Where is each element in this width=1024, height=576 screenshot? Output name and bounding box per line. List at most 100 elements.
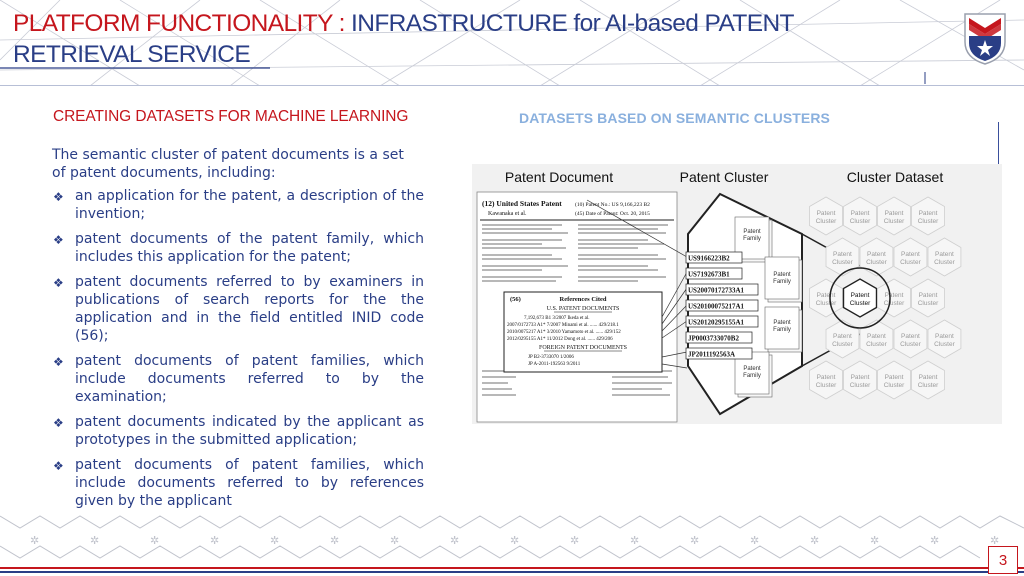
cluster-cell — [825, 319, 860, 359]
ornament-star-icon: ✲ — [510, 534, 519, 547]
cluster-cell-label: Cluster — [850, 300, 871, 307]
us-ref-row: 2010/0075217 A1* 3/2010 Yamamoto et al. … — [507, 330, 621, 335]
list-item: ❖patent documents of the patent family, … — [53, 231, 424, 265]
header-network-pattern — [0, 0, 1024, 86]
semantic-cluster-diagram: Patent Document Patent Cluster Cluster D… — [472, 164, 1002, 424]
ornament-star-icon: ✲ — [810, 534, 819, 547]
cluster-cell-label: Patent — [919, 374, 938, 381]
family-label: Family — [773, 327, 791, 333]
cluster-cell — [825, 237, 860, 277]
ornament-star-icon: ✲ — [390, 534, 399, 547]
cluster-cell-label: Patent — [833, 251, 852, 258]
cluster-cell-label: Cluster — [816, 382, 837, 389]
cluster-cell — [809, 196, 843, 236]
cluster-cell-label: Cluster — [866, 341, 887, 348]
cluster-cell-label: Cluster — [884, 382, 905, 389]
cluster-cell-label: Cluster — [918, 300, 939, 307]
cluster-cell — [877, 196, 911, 236]
ornament-star-icon: ✲ — [930, 534, 939, 547]
cluster-cell-label: Patent — [901, 251, 920, 258]
cluster-cell-label: Patent — [867, 333, 886, 340]
cluster-cell — [843, 360, 877, 400]
intro-text: The semantic cluster of patent documents… — [52, 147, 404, 181]
pub-number-tag: US9166223B2 — [688, 255, 730, 263]
patent-document-page: (12) United States Patent Kawanaka et al… — [476, 191, 678, 423]
cluster-cell — [859, 237, 894, 277]
reference-connectors — [586, 199, 688, 369]
family-label: Patent — [773, 272, 791, 278]
references-box — [503, 291, 663, 373]
footer-ornament: ✲✲✲✲✲✲✲✲✲✲✲✲✲✲✲✲✲ — [0, 515, 1024, 573]
pub-number-tag: US20100075217A1 — [688, 303, 745, 311]
cluster-cell-label: Patent — [833, 333, 852, 340]
list-item: ❖patent documents referred to by examine… — [53, 274, 424, 344]
foreign-documents-heading: FOREIGN PATENT DOCUMENTS — [539, 345, 627, 351]
list-item: ❖patent documents of patent families, wh… — [53, 457, 424, 509]
doc-inventor: Kawanaka et al. — [488, 211, 527, 217]
cluster-cell-label: Cluster — [816, 300, 837, 307]
cluster-cell-label: Patent — [851, 374, 870, 381]
cluster-cell-label: Patent — [817, 292, 836, 299]
cluster-cell-label: Cluster — [884, 300, 905, 307]
patent-cluster-hexagon: Patent Family Patent Family Patent Famil… — [685, 192, 803, 416]
cluster-cell-label: Cluster — [918, 382, 939, 389]
cluster-cell — [911, 360, 945, 400]
pub-number-tag: US7192673B1 — [688, 271, 730, 279]
ornament-star-icon: ✲ — [90, 534, 99, 547]
cluster-cell-label: Cluster — [866, 259, 887, 266]
title-navy-2: RETRIEVAL SERVICE — [13, 41, 251, 68]
col-title-cluster: Patent Cluster — [680, 169, 769, 185]
references-cited-heading: References Cited — [560, 296, 607, 303]
pub-number-tag: US20120295155A1 — [688, 319, 745, 327]
cluster-cell-label: Patent — [867, 251, 886, 258]
cluster-cell-label: Cluster — [900, 259, 921, 266]
cluster-cell — [877, 360, 911, 400]
diamond-bullet-icon: ❖ — [53, 276, 64, 290]
cluster-cell — [809, 360, 843, 400]
list-item: ❖patent documents indicated by the appli… — [53, 414, 424, 448]
ornament-star-icon: ✲ — [630, 534, 639, 547]
us-ref-row: 2007/0172733 A1* 7/2007 Minami et al. ..… — [507, 323, 619, 328]
magnifier-circle — [829, 267, 891, 329]
diamond-bullet-icon: ❖ — [53, 355, 64, 369]
cluster-cell — [911, 196, 945, 236]
family-label: Family — [743, 373, 761, 379]
ornament-star-icon: ✲ — [210, 534, 219, 547]
university-shield-logo-icon — [964, 13, 1006, 65]
cluster-cell-label: Patent — [919, 210, 938, 217]
cluster-cell-label: Patent — [935, 251, 954, 258]
cluster-cell-label: Cluster — [884, 218, 905, 225]
patent-family-stack: Patent Family — [764, 256, 803, 303]
cluster-cell-label: Patent — [851, 292, 870, 299]
title-navy-1: INFRASTRUCTURE for AI-based PATENT — [351, 10, 795, 37]
cluster-contents-list: ❖an application for the patent, a descri… — [52, 187, 424, 517]
inid-code: (56) — [510, 296, 521, 303]
cluster-cell-label: Cluster — [832, 341, 853, 348]
list-item: ❖an application for the patent, a descri… — [53, 188, 424, 222]
col-title-document: Patent Document — [505, 169, 613, 185]
ornament-star-icon: ✲ — [150, 534, 159, 547]
doc-name: (12) United States Patent — [482, 199, 562, 208]
patent-family-stack: Patent Family — [764, 306, 803, 353]
diamond-bullet-icon: ❖ — [53, 233, 64, 247]
cluster-cell — [843, 196, 877, 236]
ornament-star-icon: ✲ — [270, 534, 279, 547]
cluster-cell — [893, 319, 928, 359]
cluster-cell-label: Patent — [935, 333, 954, 340]
cluster-cell-label: Patent — [885, 292, 904, 299]
ornament-star-icon: ✲ — [450, 534, 459, 547]
pub-number-tag: US20070172733A1 — [688, 287, 745, 295]
cluster-cell-label: Cluster — [934, 341, 955, 348]
family-label: Patent — [743, 229, 761, 235]
us-ref-row: 2012/0295155 A1* 11/2012 Dong et al. ...… — [507, 337, 613, 342]
cluster-cell-label: Cluster — [900, 341, 921, 348]
cluster-cell — [809, 278, 843, 318]
ornament-star-icon: ✲ — [690, 534, 699, 547]
cluster-cell-label: Patent — [851, 210, 870, 217]
page-title: PLATFORM FUNCTIONALITY : INFRASTRUCTURE … — [13, 8, 913, 70]
patent-family-stack: Patent Family — [734, 351, 773, 398]
cluster-cell-label: Patent — [817, 210, 836, 217]
cluster-cell-label: Cluster — [934, 259, 955, 266]
cluster-cell-label: Patent — [885, 210, 904, 217]
doc-date: (45) Date of Patent: Oct. 20, 2015 — [575, 210, 650, 217]
